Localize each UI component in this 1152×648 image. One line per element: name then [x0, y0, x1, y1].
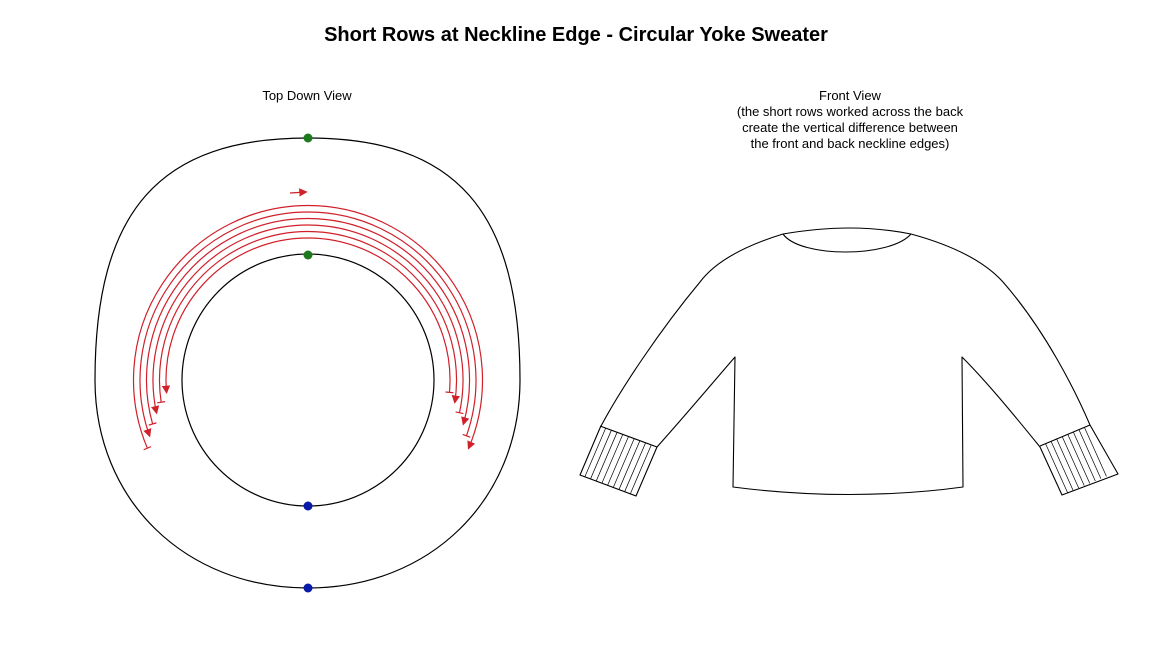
- short-row-arrow: [139, 211, 477, 438]
- rib-line: [1078, 429, 1102, 479]
- front-view-caption: Front View (the short rows worked across…: [680, 88, 1020, 152]
- rib-line: [624, 442, 646, 492]
- rib-line: [1084, 427, 1107, 477]
- sweater-front-view: [579, 227, 1119, 497]
- rib-line: [1045, 443, 1068, 493]
- rib-line: [590, 430, 612, 480]
- front-view-caption-line: (the short rows worked across the back: [736, 104, 964, 119]
- short-row-arrow: [158, 230, 460, 404]
- neckline-inner-edge: [181, 253, 435, 507]
- rib-line: [1061, 436, 1085, 486]
- top-down-view-caption: Top Down View: [262, 88, 352, 103]
- front-view-caption-line: create the vertical difference between: [742, 120, 958, 135]
- right-cuff-top: [1039, 424, 1091, 447]
- front-marker-outer: [303, 583, 313, 593]
- short-row-arrow: [150, 224, 464, 415]
- rib-line: [618, 440, 641, 490]
- rib-line: [601, 434, 624, 484]
- top-down-view: [94, 133, 521, 593]
- diagram-title: Short Rows at Neckline Edge - Circular Y…: [324, 24, 828, 46]
- short-row-arrow: [145, 217, 471, 426]
- back-neckline: [782, 227, 912, 235]
- front-view-caption-line: Front View: [819, 88, 881, 103]
- rib-line: [584, 427, 607, 478]
- rib-line: [595, 432, 618, 482]
- rib-line: [1056, 438, 1079, 489]
- back-marker-inner: [303, 250, 313, 260]
- front-marker-inner: [303, 501, 313, 511]
- short-row-arrows: [132, 188, 484, 451]
- rib-line: [1067, 434, 1091, 484]
- rib-line: [612, 438, 635, 488]
- short-row-arrow: [161, 237, 451, 395]
- front-view-caption-line: the front and back neckline edges): [750, 136, 950, 151]
- rib-line: [607, 436, 629, 486]
- sweater-body-outline: [579, 233, 1119, 497]
- back-marker-outer: [303, 133, 313, 143]
- front-neckline: [782, 233, 912, 253]
- rib-line: [1073, 431, 1096, 482]
- rib-line: [629, 444, 652, 495]
- left-cuff-ribbing: [584, 427, 652, 495]
- rib-line: [1050, 441, 1074, 491]
- right-cuff-ribbing: [1045, 427, 1107, 493]
- short-row-arrow: [132, 204, 484, 450]
- short-row-direction-arrow: [289, 188, 308, 197]
